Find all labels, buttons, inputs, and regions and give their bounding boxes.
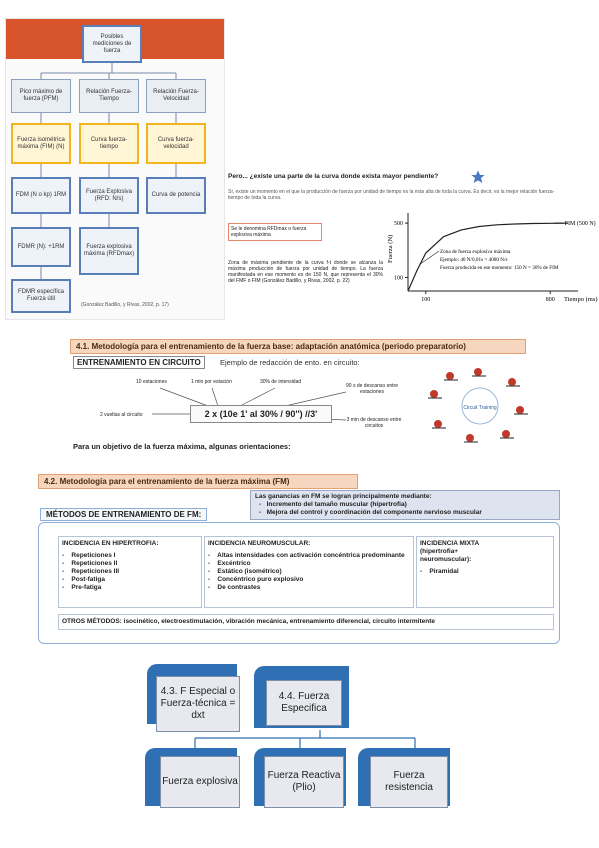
metodos-label: MÉTODOS DE ENTRENAMIENTO DE FM: — [40, 508, 208, 521]
y-tick-label: 500 — [394, 221, 403, 227]
hip-list-item: - Repeticiones II — [62, 560, 118, 567]
x-tick-label: 100 — [421, 297, 430, 303]
hip-box: INCIDENCIA EN HIPERTROFIA: - Repeticione… — [58, 536, 202, 608]
circuit-training-figure: Circuit Training — [428, 368, 528, 443]
curve-question: Pero... ¿existe una parte de la curva do… — [228, 173, 439, 180]
flow-connectors — [40, 63, 177, 279]
tree-connectors — [194, 730, 416, 748]
flow-col1-item: Fuerza isométrica máxima (FIM) (N) — [11, 123, 71, 164]
chart-annotation: Fuerza producida en ese momento: 150 N =… — [440, 265, 559, 271]
flow-top-box: Posibles mediciones de fuerza — [82, 25, 142, 63]
label-intensidad: 30% de intensidad — [260, 379, 302, 385]
sec41-entrenamiento: ENTRENAMIENTO EN CIRCUITO — [73, 356, 205, 369]
force-time-chart: 100 500 100 800 Tiempo (ms) Fuerza (N) FIM (50… — [387, 213, 598, 303]
flow-col2-item: Relación Fuerza-Tiempo — [79, 79, 139, 113]
hip-list-item: - Pre-fatiga — [62, 584, 102, 591]
chart-annotation: Zona de fuerza explosiva máxima — [440, 248, 511, 255]
curve-zona: Zona de máxima pendiente de la curva f-t… — [228, 260, 383, 284]
label-desc1: 90 s de descanso entre estaciones — [346, 383, 398, 395]
mix-list-item: - Piramidal — [420, 568, 459, 575]
neu-list: - Altas intensidades con activación conc… — [208, 552, 410, 592]
flow-col1-item: FDMR específica Fuerza útil — [11, 279, 71, 313]
flow-col3-item: Curva de potencia — [146, 177, 206, 214]
sec41-title: 4.1. Metodología para el entrenamiento d… — [70, 339, 526, 354]
annotation-leader — [420, 250, 440, 265]
neu-list-item: - Concéntrico puro explosivo — [208, 576, 304, 583]
label-desc2: 3 min de descanso entre circuitos — [346, 417, 402, 429]
y-axis-label: Fuerza (N) — [387, 235, 394, 263]
x-axis-label: Tiempo (ms) — [564, 296, 598, 303]
circuit-formula: 2 x (10e 1' al 30% / 90'') //3' — [190, 405, 332, 423]
curve-text: Sí, existe un momento en el que la produ… — [228, 189, 555, 201]
curve-panel: Pero... ¿existe una parte de la curva do… — [222, 165, 598, 323]
flow-col3-item: Curva fuerza-velocidad — [146, 123, 206, 164]
force-curve — [407, 222, 569, 292]
flow-citation: (González Badillo, y Rivas, 2002, p. 17) — [81, 302, 169, 308]
neu-list-item: - De contrastes — [208, 584, 261, 591]
chart-annotation: Ejemplo: 40 N/0,01s = 4000 N/s — [440, 257, 507, 263]
sec41-ejemplo: Ejemplo de redacción de ento. en circuit… — [220, 358, 360, 367]
ganancias-text: Mejora del control y coordinación del co… — [266, 509, 482, 516]
circuit-training-label: Circuit Training — [463, 405, 497, 411]
tree-child-box: Fuerza Reactiva (Plio) — [264, 756, 344, 808]
flow-col2-item: Fuerza Explosiva (RFD: N/s) — [79, 177, 139, 214]
flow-diagram: Posibles mediciones de fuerza Pico máxim… — [5, 18, 225, 320]
mix-list: - Piramidal — [420, 568, 550, 576]
series-label: FIM (500 N) — [565, 220, 596, 227]
neu-list-item: - Excéntrico — [208, 560, 251, 567]
neu-list-item: - Estático (isométrico) — [208, 568, 282, 575]
flow-col3-item: Relación Fuerza-Velocidad — [146, 79, 206, 113]
hip-title: INCIDENCIA EN HIPERTROFIA: — [62, 540, 159, 547]
x-tick-label: 800 — [546, 297, 555, 303]
ganancias-title: Las ganancias en FM se logran principalm… — [255, 493, 432, 500]
neu-box: INCIDENCIA NEUROMUSCULAR: - Altas intens… — [204, 536, 414, 608]
metodos-panel — [38, 522, 560, 644]
mix-box: INCIDENCIA MIXTA (hipertrofia+ neuromusc… — [416, 536, 554, 608]
star-icon — [471, 170, 485, 183]
formula-arrows — [152, 387, 347, 421]
hip-list-item: - Post-fatiga — [62, 576, 105, 583]
ganancias-text: Incremento del tamaño muscular (hipertro… — [266, 501, 407, 508]
flow-col1-item: FDM (N o kp) 1RM — [11, 177, 71, 214]
y-tick-label: 100 — [394, 275, 403, 281]
hip-list-item: - Repeticiones I — [62, 552, 116, 559]
flow-col2-item: Curva fuerza-tiempo — [79, 123, 139, 164]
tree-child-box: Fuerza explosiva — [160, 756, 240, 808]
ganancias-item: - Incremento del tamaño muscular (hipert… — [259, 501, 407, 508]
mix-title: INCIDENCIA MIXTA (hipertrofia+ neuromusc… — [420, 540, 479, 563]
curve-denomina: Se le denomina RFDmax o fuerza explosiva… — [228, 223, 322, 241]
otros-metodos: OTROS MÉTODOS: isocinético, electroestim… — [58, 614, 554, 630]
flow-col1-item: Pico máximo de fuerza (PFM) — [11, 79, 71, 113]
flow-col1-item: FDMR (N): +1RM — [11, 227, 71, 267]
label-min: 1 min por estación — [191, 379, 232, 385]
sec42-title: 4.2. Metodología para el entrenamiento d… — [38, 474, 358, 489]
flow-col2-item: Fuerza explosiva máxima (RFDmax) — [79, 227, 139, 275]
tree-right-box: 4.4. Fuerza Especifica — [266, 680, 342, 726]
tree-child-box: Fuerza resistencia — [370, 756, 448, 808]
sec41-objetivo: Para un objetivo de la fuerza máxima, al… — [73, 442, 291, 451]
neu-list-item: - Altas intensidades con activación conc… — [208, 552, 405, 559]
neu-title: INCIDENCIA NEUROMUSCULAR: — [208, 540, 311, 547]
hip-list: - Repeticiones I- Repeticiones II- Repet… — [62, 552, 198, 592]
label-vueltas: 2 vueltas al circuito — [100, 412, 143, 418]
label-estaciones: 10 estaciones — [136, 379, 167, 385]
ganancias-box: Las ganancias en FM se logran principalm… — [250, 490, 560, 520]
hip-list-item: - Repeticiones III — [62, 568, 120, 575]
ganancias-item: - Mejora del control y coordinación del … — [259, 509, 482, 516]
tree-left-box: 4.3. F Especial o Fuerza-técnica = dxt — [156, 676, 240, 732]
